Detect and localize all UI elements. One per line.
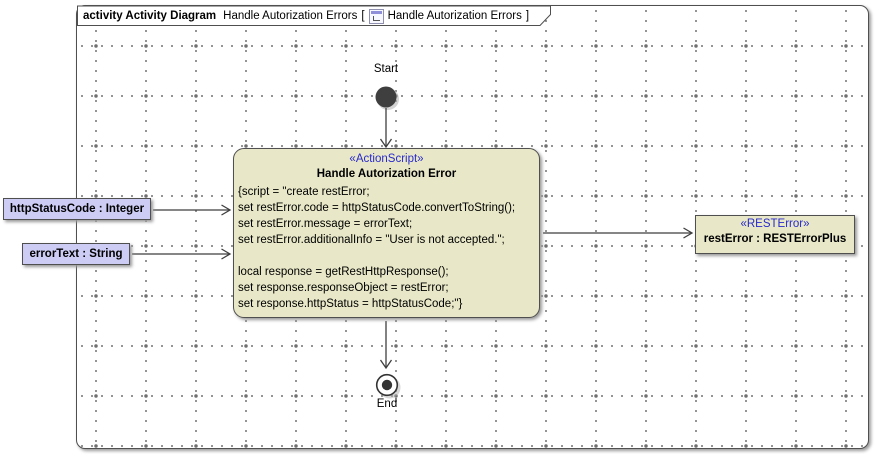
object-node-name: restError : RESTErrorPlus xyxy=(703,233,847,245)
flow-errortext-to-action[interactable] xyxy=(132,248,232,260)
flow-action-to-resterror[interactable] xyxy=(543,227,694,239)
action-name: Handle Autorization Error xyxy=(316,168,457,180)
activity-diagram-icon xyxy=(368,8,384,24)
script-line: set response.responseObject = restError; xyxy=(238,282,449,294)
flow-httpstatuscode-to-action[interactable] xyxy=(153,204,232,216)
activity-diagram-icon-bar xyxy=(370,10,382,14)
input-pin-label: httpStatusCode : Integer xyxy=(9,203,145,215)
input-pin-errortext[interactable]: errorText : String xyxy=(22,243,130,265)
start-node[interactable] xyxy=(375,86,400,111)
action-node-handle-autorization-error[interactable]: «ActionScript» Handle Autorization Error… xyxy=(233,148,540,318)
flow-start-to-action[interactable] xyxy=(379,108,393,149)
action-script-body: {script = "create restError; set restErr… xyxy=(234,184,539,312)
script-line xyxy=(238,248,539,264)
end-node[interactable] xyxy=(375,373,401,399)
object-node-resterror[interactable]: «RESTError» restError : RESTErrorPlus xyxy=(695,215,855,254)
script-line: local response = getRestHttpResponse(); xyxy=(238,266,449,278)
flow-action-to-end[interactable] xyxy=(379,321,393,370)
frame-bracket-close: ] xyxy=(525,10,530,22)
frame-header: activity Activity Diagram Handle Autoriz… xyxy=(83,7,529,25)
input-pin-httpstatuscode[interactable]: httpStatusCode : Integer xyxy=(3,198,151,220)
input-pin-label: errorText : String xyxy=(29,248,123,260)
frame-bracket-open: [ xyxy=(361,10,365,22)
end-node-label: End xyxy=(376,398,398,410)
action-stereotype: «ActionScript» xyxy=(349,153,424,165)
script-line: set restError.additionalInfo = "User is … xyxy=(238,234,505,246)
script-line: {script = "create restError; xyxy=(238,186,370,198)
frame-bracket-reference: Handle Autorization Errors xyxy=(387,10,522,22)
object-node-stereotype: «RESTError» xyxy=(740,218,810,230)
script-line: set restError.message = errorText; xyxy=(238,218,413,230)
script-line: set response.httpStatus = httpStatusCode… xyxy=(238,298,463,310)
frame-name-tab-shape xyxy=(77,5,551,26)
start-node-label: Start xyxy=(373,63,399,75)
frame-diagram-name: Handle Autorization Errors xyxy=(223,10,358,22)
activity-diagram-icon-glyph xyxy=(372,15,380,21)
frame-kind-label: activity Activity Diagram xyxy=(83,10,217,22)
script-line: set restError.code = httpStatusCode.conv… xyxy=(238,202,516,214)
